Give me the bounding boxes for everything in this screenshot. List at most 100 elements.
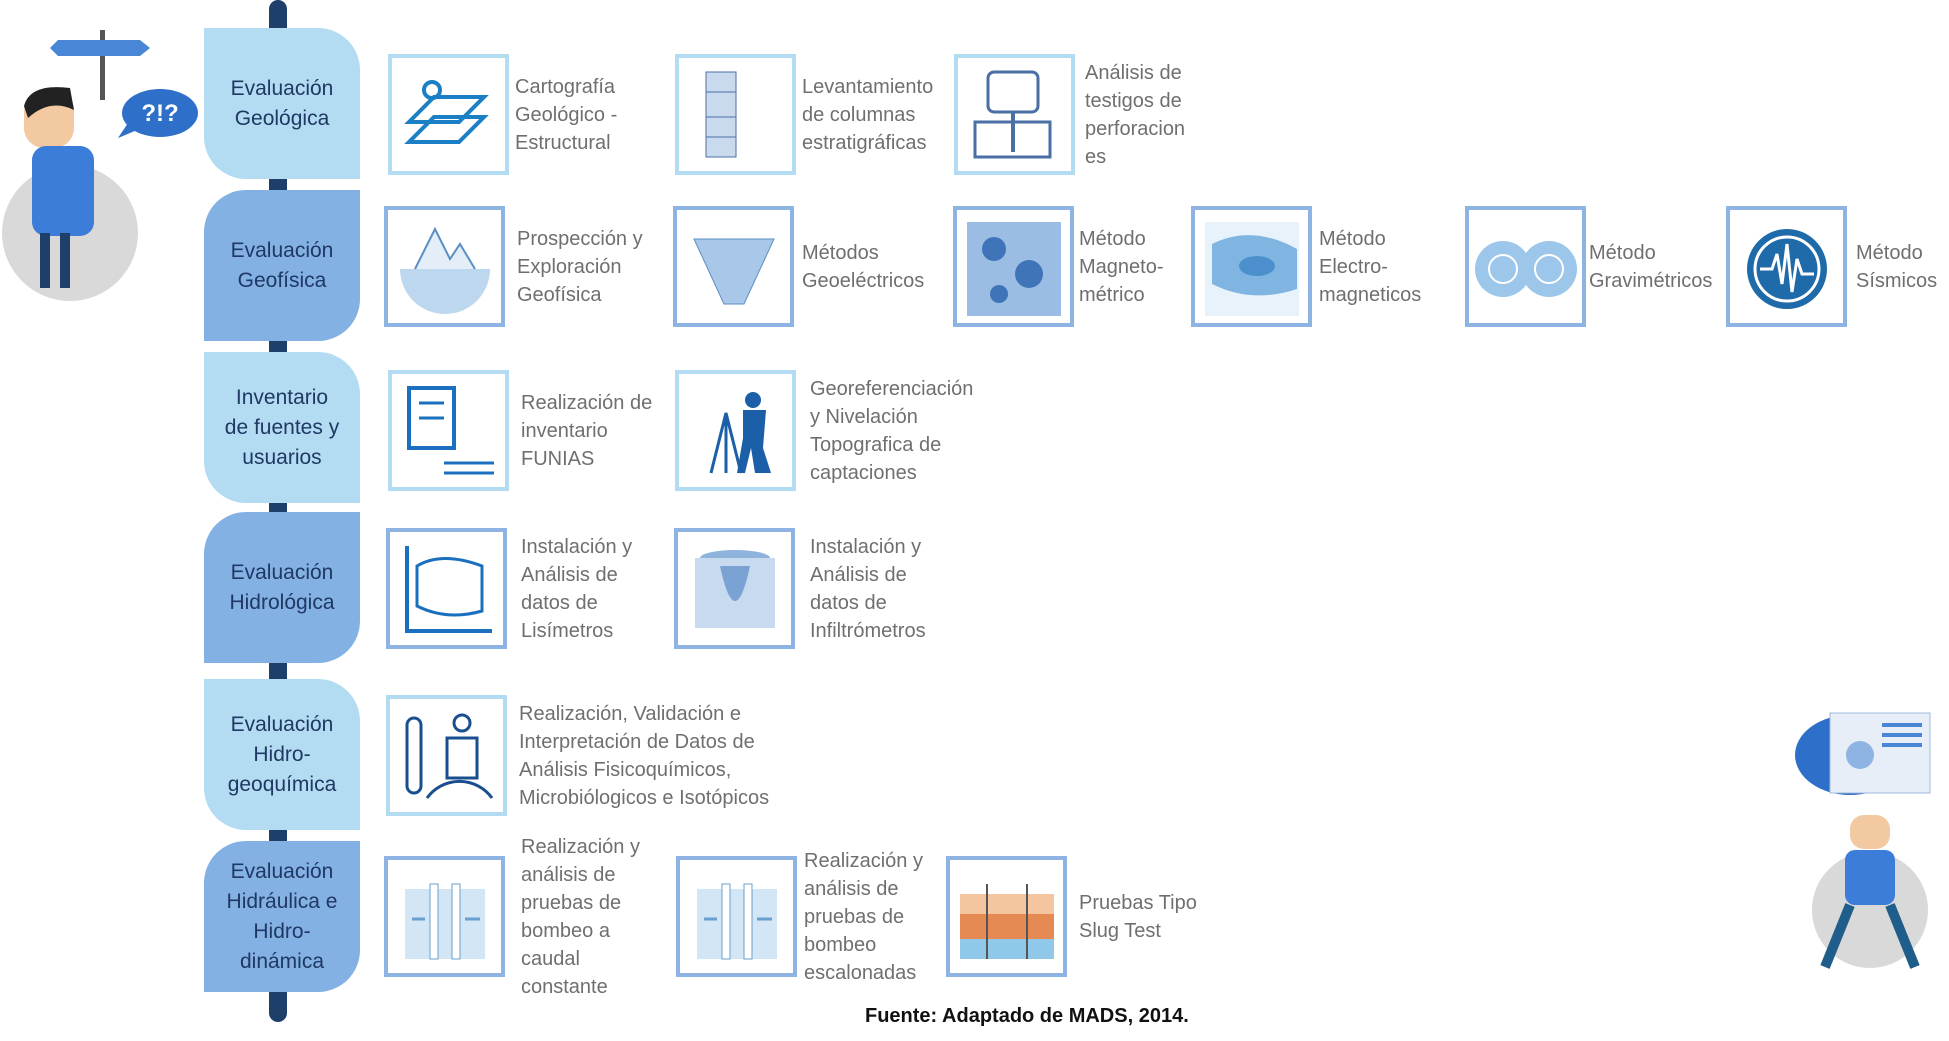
stage-label-line: dinámica (239, 949, 325, 973)
method-label-line: Levantamiento (802, 75, 934, 98)
stage-label-line: Evaluación (230, 859, 334, 883)
method-label-line: Cartografía (515, 75, 616, 98)
surveyor-icon (675, 370, 796, 491)
method-label-line: Realización y (521, 835, 640, 858)
method-label-line: Geológico - (515, 103, 618, 126)
method-label: Levantamiento de columnas estratigráficas (802, 54, 933, 175)
method-label-line: Realización, Validación e (519, 702, 741, 725)
method-label-line: análisis de (521, 863, 616, 886)
method-label-line: métrico (1079, 283, 1145, 306)
method-label-line: inventario (521, 419, 608, 442)
stratigraphic-column-icon (675, 54, 796, 175)
method-label-line: caudal (521, 947, 580, 970)
method-label-line: Método (1319, 227, 1386, 250)
stage-label-line: de fuentes y (224, 415, 340, 439)
method-label: Realización y análisis de pruebas de bombeo… (804, 850, 923, 984)
stage-label-line: Evaluación (230, 712, 334, 736)
method-label-line: testigos de (1085, 89, 1182, 112)
gravimetric-icon (1465, 206, 1586, 327)
method-label-line: Geoeléctricos (802, 269, 925, 292)
method-label-line: pruebas de (804, 905, 905, 928)
checklist-icon (388, 370, 509, 491)
method-label-line: Exploración (517, 255, 622, 278)
method-label-line: datos de (810, 591, 887, 614)
method-label-line: Pruebas Tipo (1079, 891, 1197, 914)
lab-sampling-icon (386, 695, 507, 816)
method-label-line: Infiltrómetros (810, 619, 926, 642)
pumping-well-icon (676, 856, 797, 977)
method-label-line: es (1085, 145, 1107, 168)
source-caption: Fuente: Adaptado de MADS, 2014. (865, 1005, 1189, 1027)
method-label-line: Realización y (804, 849, 923, 872)
method-label-line: Realización de (521, 391, 653, 414)
method-label-line: Instalación y (521, 535, 633, 558)
method-label-line: Slug Test (1079, 919, 1161, 942)
method-label-line: estratigráficas (802, 131, 927, 154)
method-label-line: Gravimétricos (1589, 269, 1713, 292)
method-label-line: Análisis de (810, 563, 907, 586)
method-label-line: Método (1856, 241, 1923, 264)
method-label-line: Prospección y (517, 227, 643, 250)
method-label-line: Estructural (515, 131, 611, 154)
magnetometric-map-icon (953, 206, 1074, 327)
stage-label-line: Hidrológica (229, 590, 335, 614)
stage-label-line: Hidro- (253, 742, 311, 766)
method-label-line: pruebas de (521, 891, 622, 914)
geophysical-exploration-icon (384, 206, 505, 327)
core-sample-analysis-icon (954, 54, 1075, 175)
method-label-line: Lisímetros (521, 619, 614, 642)
method-label-line: bombeo a (521, 919, 610, 942)
stage-label-line: geoquímica (227, 772, 337, 796)
method-label-line: datos de (521, 591, 598, 614)
method-label-line: Topografica de (810, 433, 942, 456)
method-label-line: Interpretación de Datos de (519, 730, 755, 753)
method-label-line: Magneto- (1079, 255, 1164, 278)
method-label-line: Análisis de (1085, 61, 1182, 84)
method-label-line: análisis de (804, 877, 899, 900)
slug-test-icon (946, 856, 1067, 977)
person-holding-reports-illustration (1790, 705, 1949, 975)
method-label-line: de columnas (802, 103, 916, 126)
method-label: Análisis de testigos de perforacion es (1085, 54, 1185, 175)
method-label-line: Microbiólogicos e Isotópicos (519, 786, 770, 809)
method-label-line: bombeo (804, 933, 877, 956)
speech-bubble-text: ?!? (141, 100, 178, 127)
stage-label-line: Hidro- (253, 919, 311, 943)
method-label-line: Sísmicos (1856, 269, 1938, 292)
pumping-well-icon (384, 856, 505, 977)
method-label: Realización y análisis de pruebas de bombeo… (521, 836, 640, 998)
method-label-line: Instalación y (810, 535, 922, 558)
method-label-line: y Nivelación (810, 405, 918, 428)
method-label-line: Análisis de (521, 563, 618, 586)
method-label-line: Método (1079, 227, 1146, 250)
method-label: Instalación y Análisis de datos de Infiltró… (810, 528, 926, 649)
method-label: Instalación y Análisis de datos de Lisímetr… (521, 528, 632, 649)
stage-label-line: Geofísica (237, 268, 327, 292)
infiltrometer-icon (674, 528, 795, 649)
geologic-map-icon (388, 54, 509, 175)
method-label-line: Métodos (802, 241, 879, 264)
method-label: Realización, Validación e Interpretación … (519, 695, 769, 816)
stage-label-line: Inventario (235, 385, 329, 409)
geoelectric-section-icon (673, 206, 794, 327)
electromagnetic-map-icon (1191, 206, 1312, 327)
lysimeter-chart-icon (386, 528, 507, 649)
stage-label-line: Geológica (234, 106, 330, 130)
method-label-line: escalonadas (804, 961, 917, 984)
method-label-line: perforacion (1085, 117, 1186, 140)
